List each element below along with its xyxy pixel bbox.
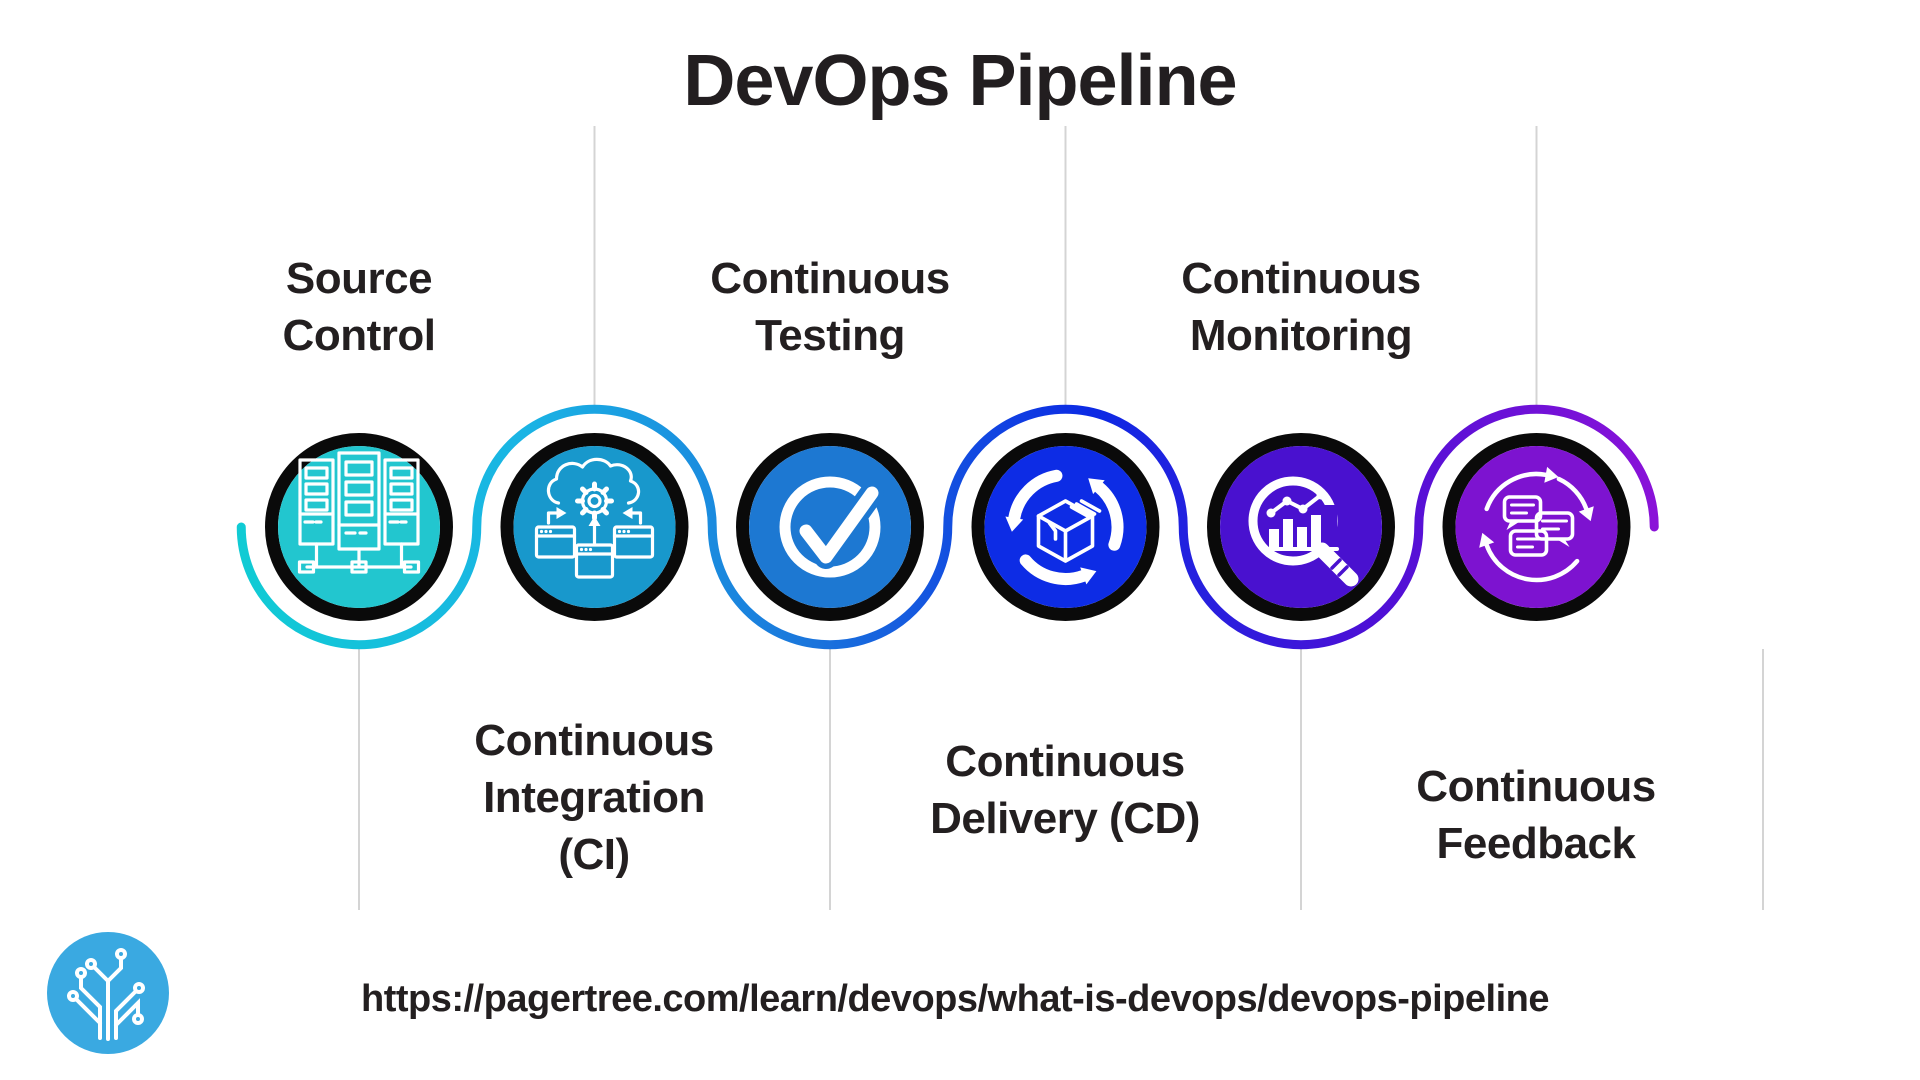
stage-label-continuous-monitoring: Continuous Monitoring	[1181, 250, 1421, 364]
circuit-tree	[67, 948, 145, 1041]
label-line: Continuous	[710, 254, 950, 303]
cloud-gear-icon	[534, 457, 655, 579]
stage-ring	[1442, 433, 1631, 621]
stage-icons	[297, 451, 1594, 587]
stage-ring	[1207, 433, 1395, 621]
stage-circle-source-control	[265, 433, 453, 621]
stage-disc	[278, 446, 440, 608]
stage-label-continuous-testing: Continuous Testing	[710, 250, 950, 364]
label-line: Continuous	[945, 737, 1185, 786]
label-line: Delivery (CD)	[930, 794, 1200, 843]
stage-label-source-control: Source Control	[283, 250, 436, 364]
pipeline-swoosh-curve	[236, 404, 1659, 650]
stage-circle-continuous-delivery	[971, 433, 1160, 621]
label-line: Feedback	[1436, 819, 1636, 868]
servers-icon	[297, 451, 421, 574]
stage-circle-continuous-testing	[736, 433, 924, 621]
chat-cycle-icon	[1479, 466, 1594, 583]
stage-ring	[500, 433, 689, 621]
label-line: Continuous	[474, 716, 714, 765]
package-cycle-icon	[1005, 469, 1124, 585]
stage-ring	[736, 433, 924, 621]
stage-disc	[749, 446, 911, 608]
stage-ring	[971, 433, 1160, 621]
checkmark-icon	[779, 476, 884, 578]
label-line: Source	[285, 254, 433, 303]
stage-ring	[265, 433, 453, 621]
pagertree-circuit-tree-logo	[47, 932, 169, 1054]
label-line: Continuous	[1181, 254, 1421, 303]
connector-lines	[358, 126, 1764, 910]
label-line: Control	[282, 311, 436, 360]
stage-label-continuous-integration: Continuous Integration (CI)	[474, 712, 714, 883]
label-line: (CI)	[558, 830, 630, 879]
source-url-text: https://pagertree.com/learn/devops/what-…	[361, 978, 1549, 1020]
label-line: Testing	[755, 311, 905, 360]
stage-label-continuous-feedback: Continuous Feedback	[1416, 758, 1656, 872]
label-line: Continuous	[1416, 762, 1656, 811]
magnifier-chart-icon	[1248, 476, 1359, 587]
stage-label-continuous-delivery: Continuous Delivery (CD)	[930, 733, 1200, 847]
label-line: Integration	[483, 773, 705, 822]
label-line: Monitoring	[1189, 311, 1413, 360]
page-title: DevOps Pipeline	[683, 41, 1237, 121]
